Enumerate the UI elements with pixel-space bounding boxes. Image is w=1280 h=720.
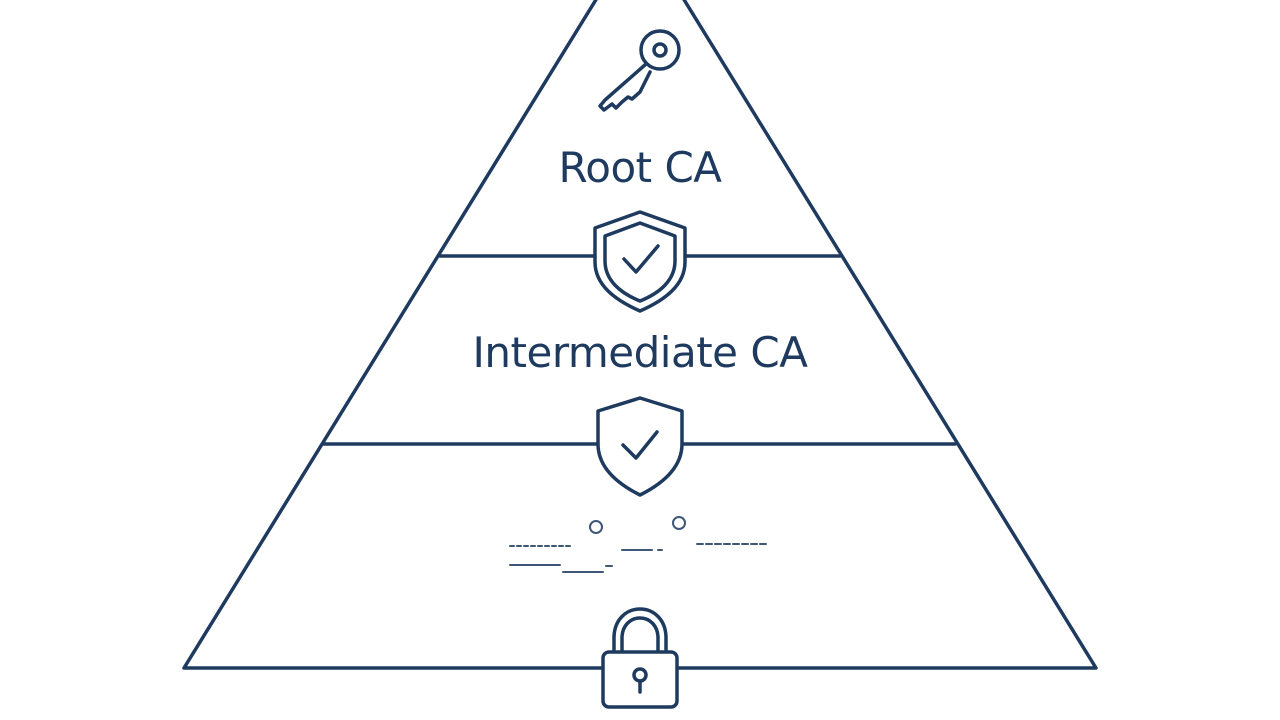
shield-check-icon-1 bbox=[593, 210, 687, 313]
end-entity-marks bbox=[509, 516, 767, 573]
pyramid-outline bbox=[182, 0, 1098, 670]
shield-check-icon-2 bbox=[596, 396, 684, 497]
padlock-icon bbox=[601, 607, 679, 709]
key-icon bbox=[598, 29, 681, 112]
root-ca-label: Root CA bbox=[558, 143, 722, 192]
intermediate-ca-label: Intermediate CA bbox=[472, 328, 808, 377]
